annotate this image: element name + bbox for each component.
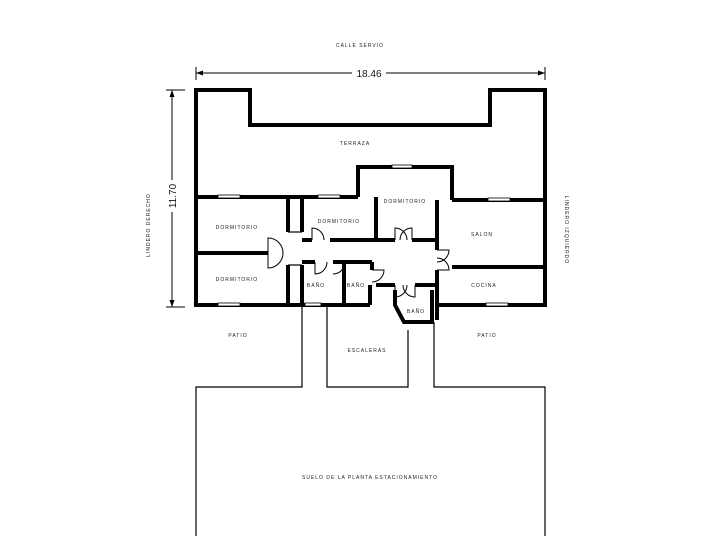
room-bath-1: BAÑO	[307, 282, 325, 289]
room-bedroom-top-left: DORMITORIO	[216, 225, 258, 231]
room-stairs: ESCALERAS	[347, 348, 386, 354]
room-bedroom-bottom-left: DORMITORIO	[216, 277, 258, 283]
room-kitchen: COCINA	[471, 283, 496, 289]
left-boundary-label: LINDERO DERECHO	[146, 193, 152, 257]
room-living: SALON	[471, 232, 493, 238]
height-dimension: 11.70	[166, 89, 185, 308]
street-label: CALLE SERVIO	[336, 43, 384, 49]
room-patio-left: PATIO	[228, 333, 247, 339]
room-bath-3: BAÑO	[407, 308, 425, 315]
height-dimension-text: 11.70	[168, 183, 179, 208]
room-lower-lot: SUELO DE LA PLANTA ESTACIONAMIENTO	[302, 475, 438, 481]
room-patio-right: PATIO	[477, 333, 496, 339]
doors	[267, 227, 450, 298]
room-bedroom-mid: DORMITORIO	[318, 219, 360, 225]
room-bedroom-top-center: DORMITORIO	[384, 199, 426, 205]
right-boundary-label: LINDERO IZQUIERDO	[563, 196, 569, 264]
windows	[217, 164, 511, 307]
room-terrace: TERRAZA	[340, 141, 370, 147]
room-bath-2: BAÑO	[347, 282, 365, 289]
width-dimension: 18.46	[195, 67, 546, 80]
lot-lines	[195, 305, 546, 536]
width-dimension-text: 18.46	[356, 69, 381, 80]
